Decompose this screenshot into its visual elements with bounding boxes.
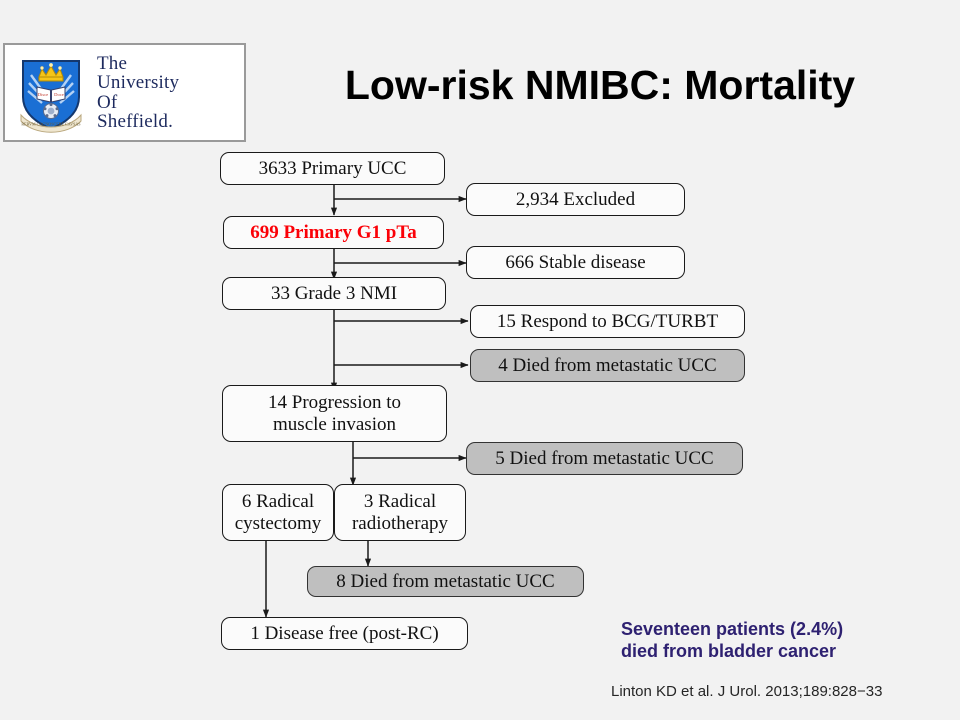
- university-logo-panel: Disce Doce RERVM COGNOSCERE CAVSAS The: [3, 43, 246, 142]
- node-radical-cystectomy[interactable]: 6 Radical cystectomy: [222, 484, 334, 541]
- node-primary-ucc[interactable]: 3633 Primary UCC: [220, 152, 445, 185]
- university-shield-crest-icon: Disce Doce RERVM COGNOSCERE CAVSAS: [20, 59, 82, 133]
- node-radical-radiotherapy[interactable]: 3 Radical radiotherapy: [334, 484, 466, 541]
- open-book-icon: Disce Doce: [36, 85, 66, 103]
- node-respond-bcg-turbt[interactable]: 15 Respond to BCG/TURBT: [470, 305, 745, 338]
- svg-text:RERVM COGNOSCERE CAVSAS: RERVM COGNOSCERE CAVSAS: [21, 121, 81, 126]
- node-stable-disease[interactable]: 666 Stable disease: [466, 246, 685, 279]
- node-grade-3-nmi[interactable]: 33 Grade 3 NMI: [222, 277, 446, 310]
- node-progression[interactable]: 14 Progression to muscle invasion: [222, 385, 447, 442]
- node-excluded[interactable]: 2,934 Excluded: [466, 183, 685, 216]
- svg-text:Doce: Doce: [54, 92, 64, 97]
- node-disease-free[interactable]: 1 Disease free (post-RC): [221, 617, 468, 650]
- motto-scroll-icon: RERVM COGNOSCERE CAVSAS: [20, 113, 82, 133]
- citation-text: Linton KD et al. J Urol. 2013;189:828−33: [611, 683, 883, 700]
- slide-title: Low-risk NMIBC: Mortality: [344, 62, 856, 108]
- wordmark-line-1: The: [97, 52, 128, 74]
- node-died-5[interactable]: 5 Died from metastatic UCC: [466, 442, 743, 475]
- wordmark-line-4: Sheffield.: [97, 110, 174, 132]
- summary-callout: Seventeen patients (2.4%) died from blad…: [621, 619, 844, 661]
- wordmark-line-2: University: [97, 72, 180, 94]
- svg-text:Disce: Disce: [38, 92, 48, 97]
- crown-icon: [38, 62, 64, 81]
- node-died-8[interactable]: 8 Died from metastatic UCC: [307, 566, 584, 597]
- tudor-rose-icon: [43, 102, 59, 119]
- wordmark-line-3: Of: [97, 91, 118, 113]
- university-wordmark: The University Of Sheffield.: [97, 52, 180, 132]
- node-died-4[interactable]: 4 Died from metastatic UCC: [470, 349, 745, 382]
- node-primary-g1-pta[interactable]: 699 Primary G1 pTa: [223, 216, 444, 249]
